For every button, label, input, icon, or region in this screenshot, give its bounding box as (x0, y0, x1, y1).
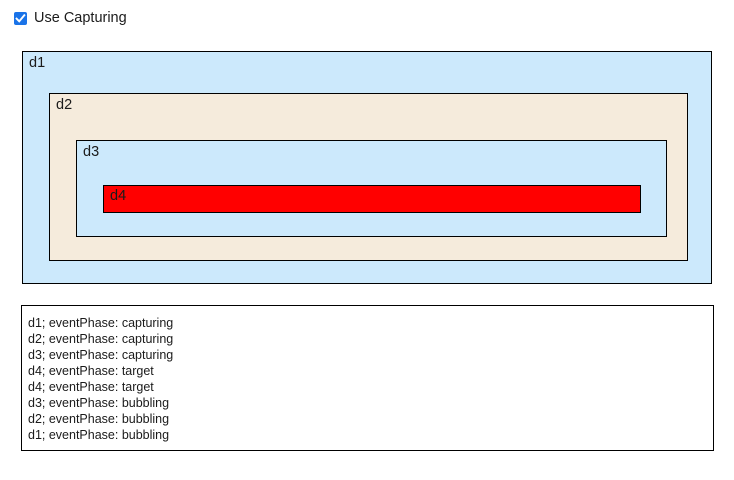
event-log-line: d4; eventPhase: target (28, 364, 154, 378)
event-log-line: d3; eventPhase: capturing (28, 348, 174, 362)
use-capturing-label: Use Capturing (34, 10, 127, 26)
event-log-line: d1; eventPhase: capturing (28, 316, 174, 330)
box-d3[interactable]: d3 d4 (76, 140, 667, 237)
event-log-line: d3; eventPhase: bubbling (28, 396, 170, 410)
box-d4[interactable]: d4 (103, 185, 641, 213)
box-d1-label: d1 (29, 55, 46, 71)
box-d2[interactable]: d2 d3 d4 (49, 93, 688, 261)
check-mark-icon (15, 13, 26, 23)
event-log-line: d2; eventPhase: bubbling (28, 412, 170, 426)
use-capturing-checkbox[interactable] (14, 11, 27, 25)
box-d4-label: d4 (110, 188, 127, 204)
box-d2-label: d2 (56, 97, 73, 113)
event-log-list: d1; eventPhase: capturing d2; eventPhase:… (28, 315, 709, 443)
use-capturing-row[interactable]: Use Capturing (14, 9, 127, 27)
event-log-line: d4; eventPhase: target (28, 380, 154, 394)
box-d3-label: d3 (83, 144, 100, 160)
box-d1[interactable]: d1 d2 d3 d4 (22, 51, 712, 284)
event-log-panel: d1; eventPhase: capturing d2; eventPhase:… (21, 305, 714, 451)
event-log-line: d2; eventPhase: capturing (28, 332, 174, 346)
event-log-line: d1; eventPhase: bubbling (28, 428, 170, 442)
